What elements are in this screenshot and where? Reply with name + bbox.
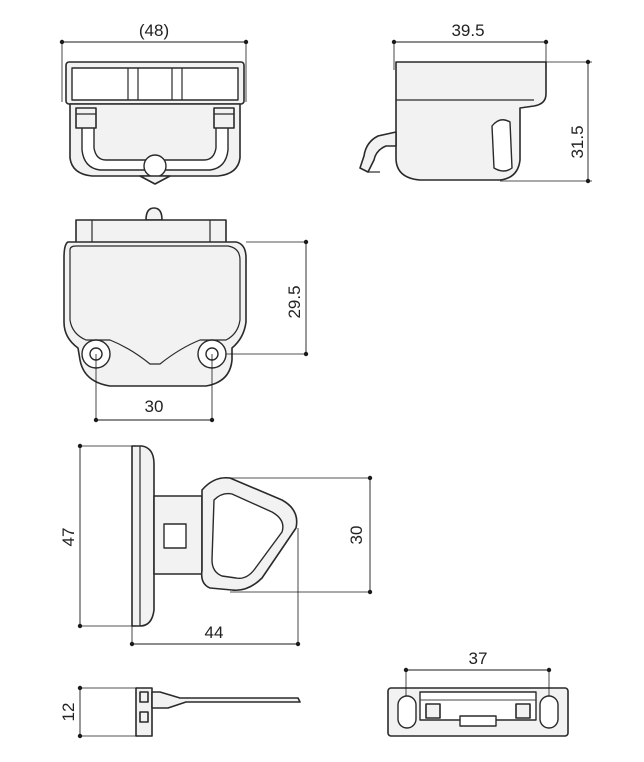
dimension-top-left-width: (48): [59, 21, 249, 102]
dim-lower-depth-label: 44: [205, 623, 224, 642]
dim-middle-hole-spacing-label: 30: [145, 397, 164, 416]
dim-bottom-left-thickness-label: 12: [59, 703, 78, 722]
dimension-middle-hole-spacing: 30: [93, 354, 215, 423]
dimension-bottom-left-thickness: 12: [59, 685, 138, 739]
dimension-lower-height: 47: [59, 443, 136, 629]
bottom-view: [387, 687, 569, 737]
front-view: [65, 61, 245, 185]
dim-top-left-width-label: (48): [139, 21, 169, 40]
dim-bottom-right-width-label: 37: [469, 649, 488, 668]
plan-view: [131, 445, 298, 627]
dim-lower-height-label: 47: [59, 528, 78, 547]
edge-view: [135, 687, 301, 737]
side-view: [359, 61, 547, 181]
dimension-lower-ring-height: 30: [220, 475, 373, 595]
dimension-bottom-right-width: 37: [403, 649, 552, 696]
dimension-top-right-height: 31.5: [500, 59, 592, 184]
dim-lower-ring-height-label: 30: [347, 526, 366, 545]
back-view: [63, 207, 247, 387]
dim-top-right-width-label: 39.5: [451, 21, 484, 40]
dimension-middle-height: 29.5: [226, 239, 309, 357]
dim-top-right-height-label: 31.5: [568, 125, 587, 158]
dim-middle-height-label: 29.5: [285, 285, 304, 318]
dimension-lower-depth: 44: [129, 528, 301, 647]
dimension-top-right-width: 39.5: [391, 21, 549, 70]
